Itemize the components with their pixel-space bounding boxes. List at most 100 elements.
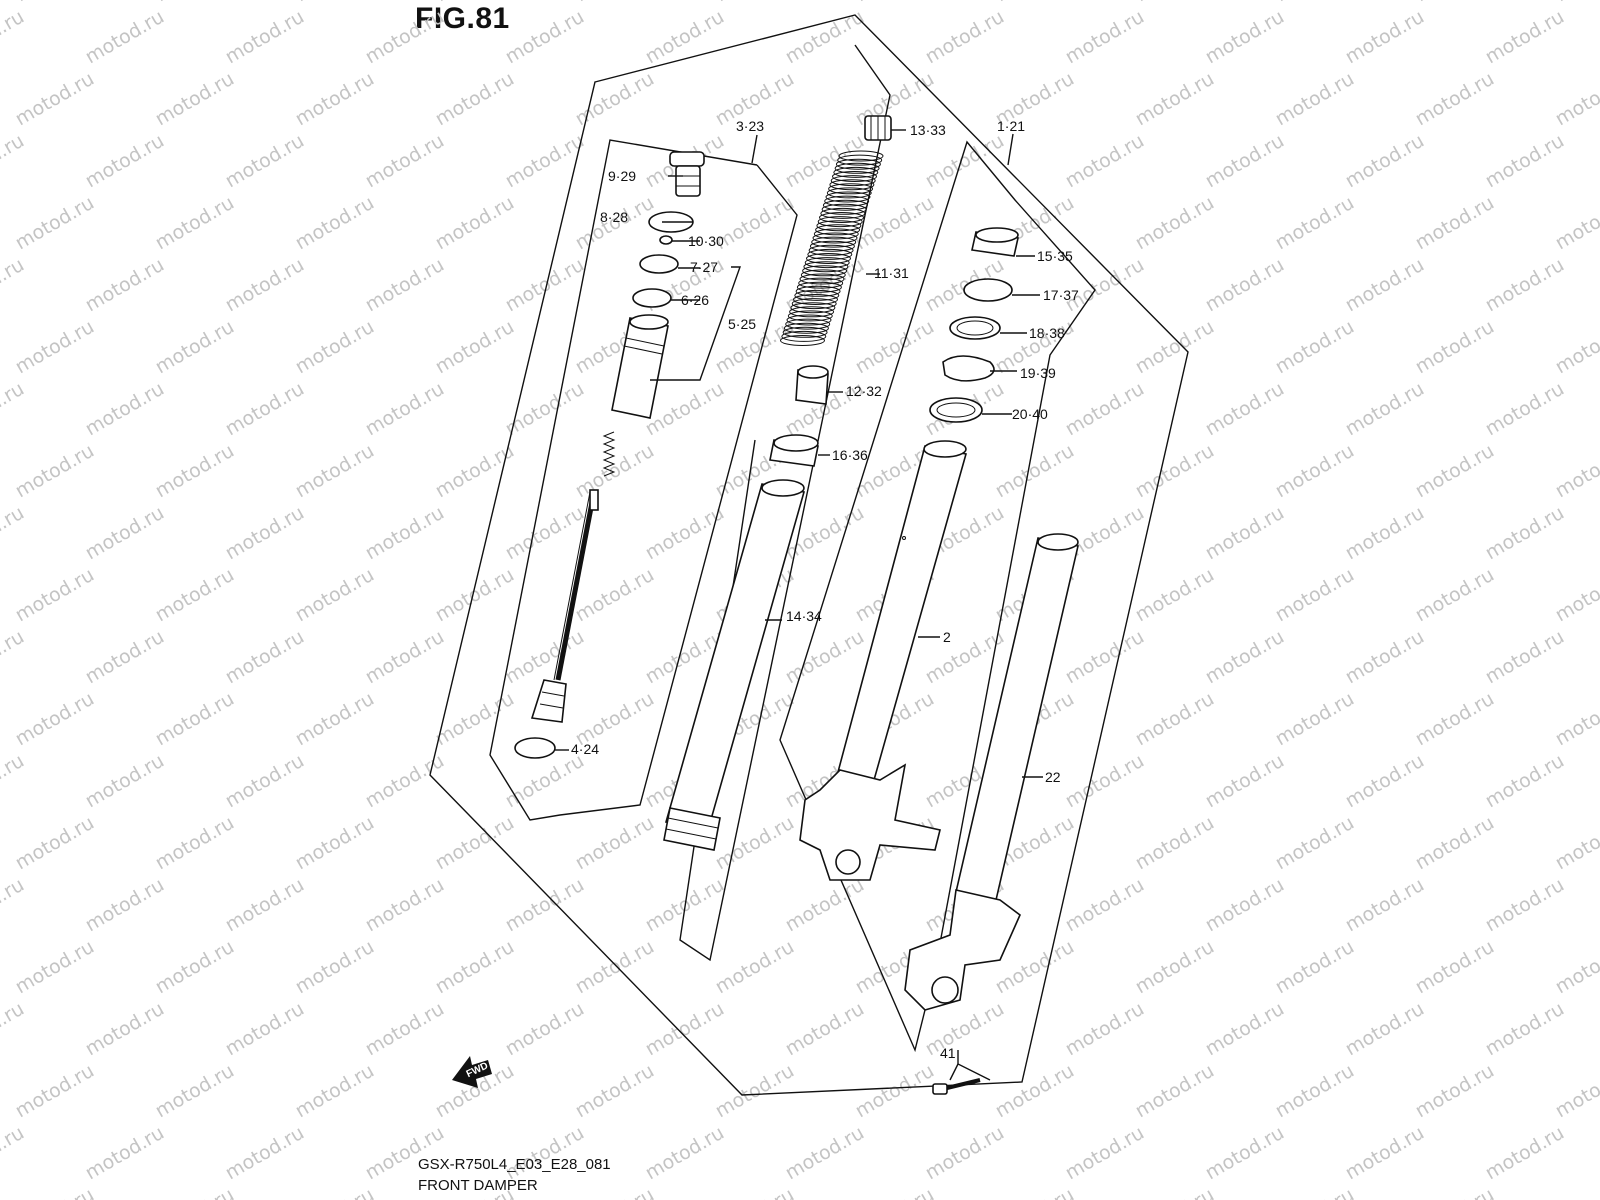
watermark-text: motod.ru [152, 192, 238, 255]
watermark-text: motod.ru [782, 626, 868, 689]
watermark-text: motod.ru [712, 1184, 798, 1200]
callout-15-35: 15·35 [1037, 248, 1073, 264]
ring-6-part [632, 288, 672, 308]
watermark-text: motod.ru [1342, 254, 1428, 317]
watermark-text: motod.ru [292, 316, 378, 379]
watermark-text: motod.ru [922, 130, 1008, 193]
watermark-text: motod.ru [992, 0, 1078, 6]
spring-coil [791, 298, 837, 310]
watermark-text: motod.ru [82, 254, 168, 317]
watermark-text: motod.ru [852, 316, 938, 379]
o-ring-4-part [514, 737, 556, 759]
watermark-text: motod.ru [922, 6, 1008, 69]
fork-assembly-outline [779, 140, 1096, 1053]
spring-coil [780, 335, 825, 346]
watermark-text: motod.ru [12, 0, 98, 6]
figure-code: GSX-R750L4_E03_E28_081 [418, 1156, 611, 1173]
callout-16-36: 16·36 [832, 447, 868, 463]
watermark-text: motod.ru [12, 440, 98, 503]
watermark-text: motod.ru [1342, 750, 1428, 813]
nut-part [659, 235, 673, 245]
watermark-text: motod.ru [12, 68, 98, 131]
watermark-text: motod.ru [852, 1184, 938, 1200]
rebound-spring-part [602, 431, 616, 477]
watermark-text: motod.ru [1062, 254, 1148, 317]
spring-coil [804, 257, 850, 269]
oil-seal-part [949, 316, 1001, 340]
watermark-text: motod.ru [1412, 688, 1498, 751]
watermark-text: motod.ru [782, 998, 868, 1061]
callout-11-31: 11·31 [874, 265, 909, 281]
callout-2: 2 [943, 629, 951, 645]
watermark-text: motod.ru [432, 688, 518, 751]
watermark-text: motod.ru [502, 874, 588, 937]
watermark-text: motod.ru [1412, 812, 1498, 875]
callout-20-40: 20·40 [1012, 406, 1048, 422]
spring-coil [781, 330, 827, 342]
callout-14-34: 14·34 [786, 608, 822, 624]
watermark-text: motod.ru [1272, 316, 1358, 379]
watermark-text: motod.ru [782, 1122, 868, 1185]
watermark-text: motod.ru [82, 750, 168, 813]
callout-labels: 3·23 9·29 8·28 10·30 7·27 6·26 5·25 4·24… [571, 118, 1079, 1061]
watermark-text: motod.ru [292, 1060, 378, 1123]
callout-7-27: 7·27 [690, 259, 718, 275]
watermark-text: motod.ru [1062, 6, 1148, 69]
watermark-text: motod.ru [992, 440, 1078, 503]
watermark-text: motod.ru [1062, 378, 1148, 441]
spring-coil [798, 277, 844, 289]
callout-18-38: 18·38 [1029, 325, 1065, 341]
watermark-text: motod.ru [1062, 130, 1148, 193]
callout-9-29: 9·29 [608, 168, 636, 184]
watermark-text: motod.ru [362, 502, 448, 565]
watermark-text: motod.ru [1342, 6, 1428, 69]
watermark-text: motod.ru [152, 936, 238, 999]
spring-coil [785, 318, 831, 330]
watermark-text: motod.ru [1412, 564, 1498, 627]
watermark-text: motod.ru [222, 378, 308, 441]
watermark-text: motod.ru [1132, 192, 1218, 255]
watermark-text: motod.ru [0, 502, 28, 565]
watermark-text: motod.ru [1412, 68, 1498, 131]
watermark-text: motod.ru [1412, 1060, 1498, 1123]
spring-coil [832, 171, 877, 182]
watermark-text: motod.ru [712, 812, 798, 875]
spring-coil [825, 191, 871, 203]
spring-coil [803, 261, 849, 273]
watermark-text: motod.ru [1482, 502, 1568, 565]
spring-coil [837, 154, 883, 166]
watermark-text: motod.ru [82, 626, 168, 689]
watermark-text: motod.ru [922, 626, 1008, 689]
watermark-text: motod.ru [0, 626, 28, 689]
watermark-text: motod.ru [0, 130, 28, 193]
spring-coil [812, 232, 858, 244]
watermark-text: motod.ru [1202, 1122, 1288, 1185]
watermark-text: motod.ru [82, 1122, 168, 1185]
watermark-text: motod.ru [1482, 254, 1568, 317]
watermark-text: motod.ru [1202, 874, 1288, 937]
watermark-text: motod.ru [992, 1060, 1078, 1123]
spring-coil [817, 216, 863, 228]
bushing-15-part [971, 227, 1019, 257]
watermark-text: motod.ru [1342, 378, 1428, 441]
cap-bolt-part [669, 151, 705, 197]
watermark-text: motod.ru [362, 1122, 448, 1185]
watermark-text: motod.ru [1482, 626, 1568, 689]
watermark-text: motod.ru [0, 1122, 28, 1185]
watermark-text: motod.ru [782, 874, 868, 937]
watermark-text: motod.ru [222, 130, 308, 193]
watermark-text: motod.ru [992, 1184, 1078, 1200]
watermark-text: motod.ru [152, 1060, 238, 1123]
spring-coil [829, 179, 875, 191]
watermark-text: motod.ru [1482, 6, 1568, 69]
watermark-text: motod.ru [362, 378, 448, 441]
watermark-text: motod.ru [12, 564, 98, 627]
watermark-text: motod.ru [1062, 1122, 1148, 1185]
callout-41: 41 [940, 1045, 956, 1061]
spring-coil [808, 244, 854, 256]
assembly-outline [429, 14, 1189, 1096]
callout-8-28: 8·28 [600, 209, 628, 225]
watermark-text: motod.ru [82, 130, 168, 193]
callout-3-23: 3·23 [736, 118, 764, 134]
callout-19-39: 19·39 [1020, 365, 1056, 381]
